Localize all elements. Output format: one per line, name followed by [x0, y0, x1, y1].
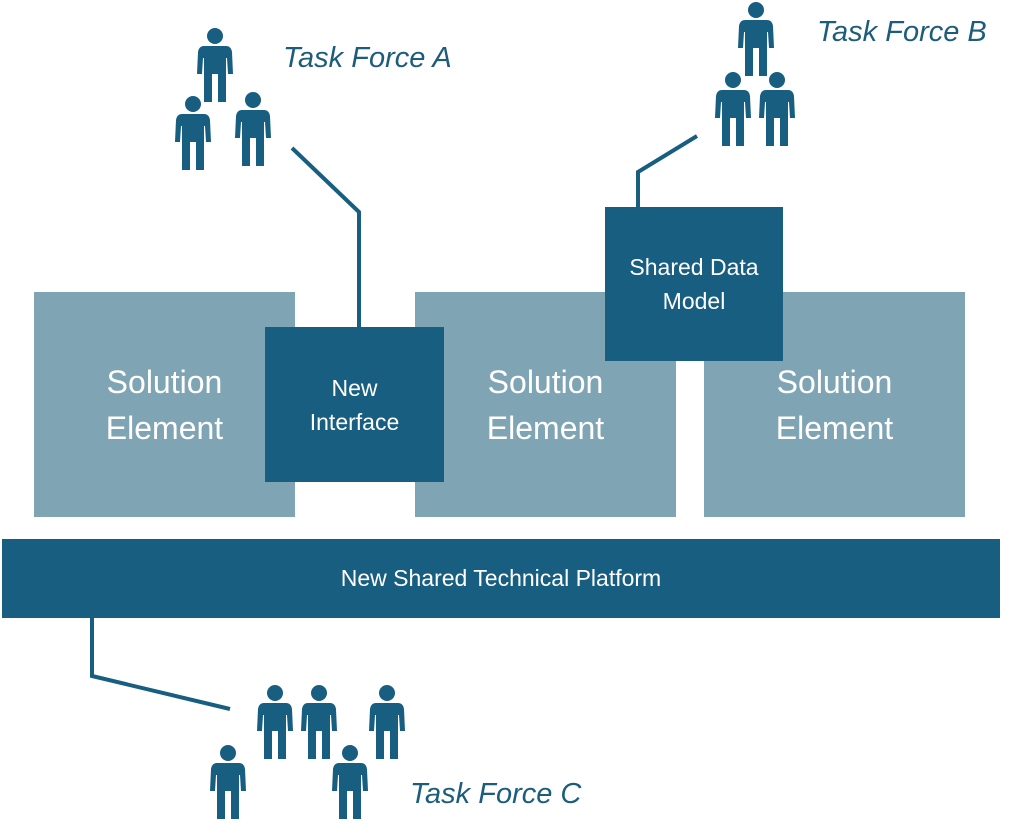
person-icon — [197, 28, 233, 102]
task-force-a-people — [175, 28, 271, 170]
shared-technical-platform-bar: New Shared Technical Platform — [2, 539, 1000, 618]
solution-element-1: Solution Element — [34, 292, 295, 517]
task-force-c-label: Task Force C — [410, 778, 582, 810]
new-interface-line2: Interface — [309, 408, 400, 435]
person-icon — [332, 745, 368, 819]
solution-element-3-line1: Solution — [776, 363, 893, 400]
solution-element-1-line1: Solution — [106, 363, 223, 400]
solution-element-2-line2: Element — [486, 409, 605, 446]
task-force-b-people — [715, 2, 795, 146]
solution-element-2-line1: Solution — [487, 363, 604, 400]
person-icon — [738, 2, 774, 76]
person-icon — [235, 92, 271, 166]
task-force-c-people — [210, 685, 405, 819]
connector-task-force-a — [290, 146, 361, 328]
connector-task-force-c — [90, 618, 231, 711]
shared-data-model-line1: Shared Data — [629, 254, 759, 280]
shared-data-model-box: Shared Data Model — [605, 207, 783, 361]
connector-task-force-b — [636, 134, 699, 208]
solution-element-1-line2: Element — [105, 409, 224, 446]
platform-label: New Shared Technical Platform — [340, 565, 662, 591]
person-icon — [301, 685, 337, 759]
shared-data-model-line2: Model — [662, 288, 726, 314]
person-icon — [715, 72, 751, 146]
person-icon — [759, 72, 795, 146]
person-icon — [257, 685, 293, 759]
solution-element-3-line2: Element — [775, 409, 894, 446]
task-force-a-label: Task Force A — [283, 42, 452, 74]
person-icon — [175, 96, 211, 170]
person-icon — [210, 745, 246, 819]
person-icon — [369, 685, 405, 759]
new-interface-box: New Interface — [265, 327, 444, 482]
new-interface-line1: New — [331, 374, 378, 401]
task-force-b-label: Task Force B — [817, 16, 987, 48]
